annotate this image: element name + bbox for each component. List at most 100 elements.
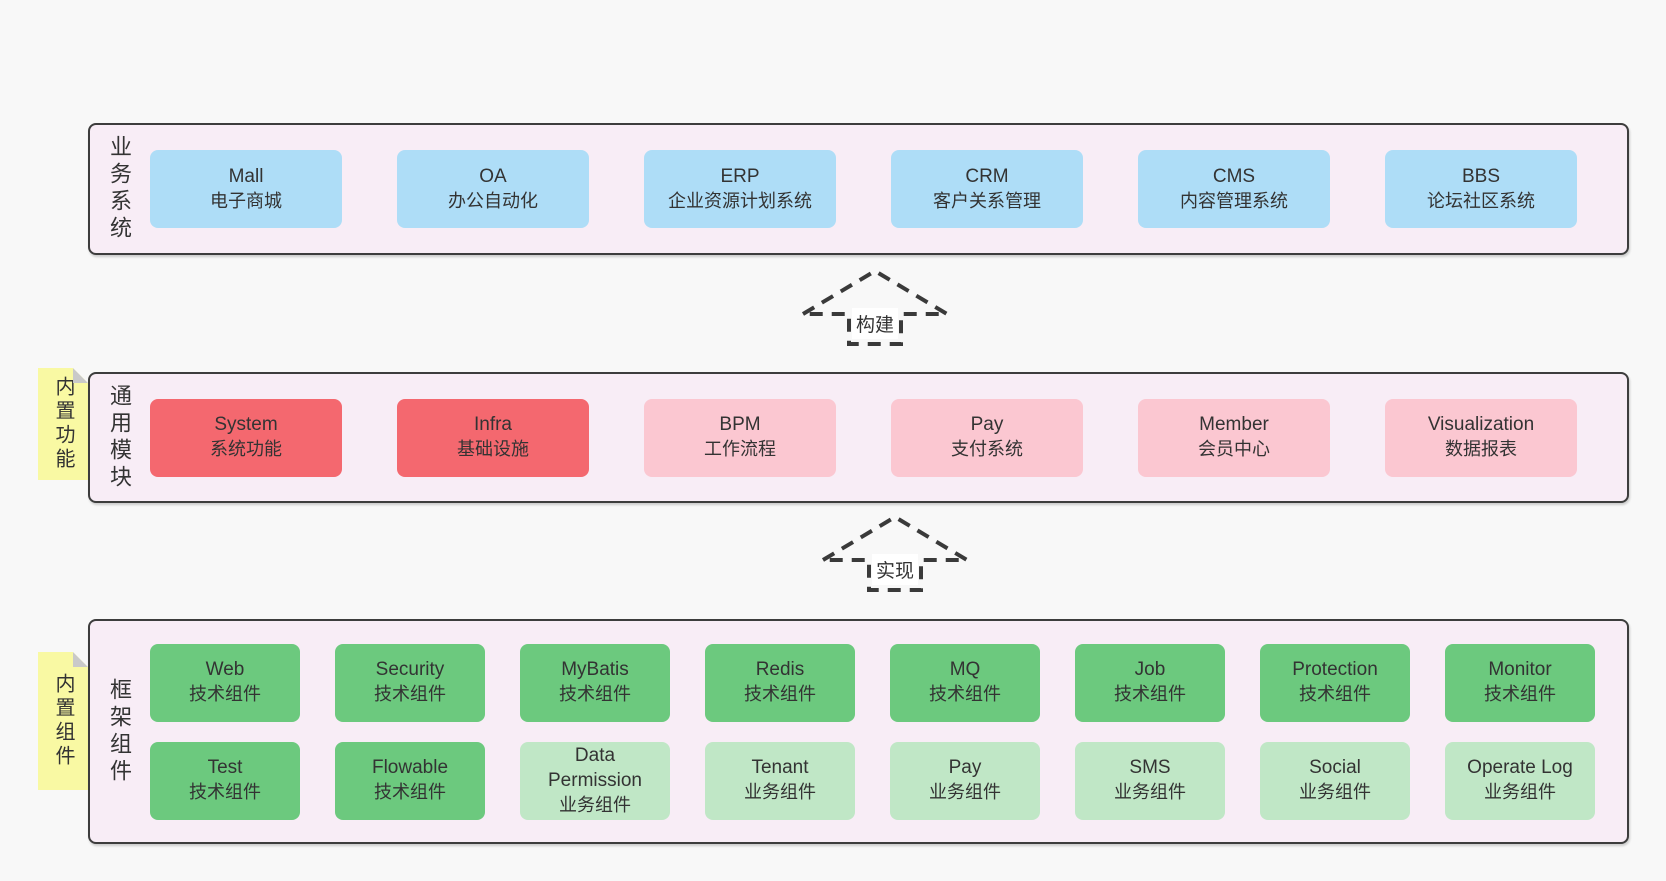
band-label-common-modules: 通用模块 <box>107 383 132 492</box>
box-pay-component: Pay 业务组件 <box>890 741 1040 820</box>
band-framework-components: 框架组件 Web 技术组件 Security 技术组件 MyBatis 技术组件… <box>88 619 1629 844</box>
box-subtitle: 业务组件 <box>1299 782 1371 803</box>
box-subtitle: 技术组件 <box>189 782 261 803</box>
box-title: Operate Log <box>1467 757 1573 779</box>
box-title: MQ <box>949 659 981 681</box>
sticky-note-built-in-components: 内置组件 <box>38 652 88 790</box>
folded-corner-icon <box>73 368 88 383</box>
up-arrow-icon <box>795 268 955 346</box>
box-member: Member 会员中心 <box>1138 398 1330 477</box>
box-job: Job 技术组件 <box>1075 643 1225 722</box>
box-operate-log: Operate Log 业务组件 <box>1445 741 1595 820</box>
box-title: CRM <box>965 165 1009 187</box>
box-subtitle: 支付系统 <box>951 439 1023 460</box>
box-social: Social 业务组件 <box>1260 741 1410 820</box>
box-title: BBS <box>1461 165 1501 187</box>
box-title: ERP <box>720 165 760 187</box>
box-title: Infra <box>473 414 513 436</box>
box-subtitle: 技术组件 <box>1114 684 1186 705</box>
framework-boxes-grid: Web 技术组件 Security 技术组件 MyBatis 技术组件 Redi… <box>150 643 1595 820</box>
box-subtitle: 会员中心 <box>1198 439 1270 460</box>
box-oa: OA 办公自动化 <box>397 150 589 228</box>
box-cms: CMS 内容管理系统 <box>1138 150 1330 228</box>
box-bpm: BPM 工作流程 <box>644 398 836 477</box>
box-subtitle: 客户关系管理 <box>933 190 1041 211</box>
box-title: Tenant <box>751 757 809 779</box>
box-title: SMS <box>1129 757 1171 779</box>
box-visualization: Visualization 数据报表 <box>1385 398 1577 477</box>
box-title: OA <box>479 165 507 187</box>
box-bbs: BBS 论坛社区系统 <box>1385 150 1577 228</box>
implement-arrow: 实现 <box>815 512 975 594</box>
framework-row-1: Web 技术组件 Security 技术组件 MyBatis 技术组件 Redi… <box>150 643 1595 722</box>
sticky-note-label: 内置功能 <box>52 376 74 472</box>
implement-arrow-label: 实现 <box>871 554 919 585</box>
box-monitor: Monitor 技术组件 <box>1445 643 1595 722</box>
box-title: Web <box>205 659 245 681</box>
box-data-permission: Data Permission 业务组件 <box>520 741 670 820</box>
box-title: Data Permission <box>548 745 642 791</box>
sticky-note-label: 内置组件 <box>52 673 74 769</box>
box-redis: Redis 技术组件 <box>705 643 855 722</box>
build-arrow-label: 构建 <box>851 308 899 339</box>
box-subtitle: 办公自动化 <box>448 190 538 211</box>
band-label-framework-components: 框架组件 <box>107 677 132 786</box>
box-subtitle: 业务组件 <box>744 782 816 803</box>
box-test: Test 技术组件 <box>150 741 300 820</box>
box-title: Job <box>1134 659 1166 681</box>
box-title: Redis <box>755 659 805 681</box>
box-infra: Infra 基础设施 <box>397 398 589 477</box>
box-erp: ERP 企业资源计划系统 <box>644 150 836 228</box>
box-title: Test <box>207 757 243 779</box>
box-subtitle: 论坛社区系统 <box>1427 190 1535 211</box>
box-subtitle: 企业资源计划系统 <box>668 190 812 211</box>
box-title: Mall <box>228 165 264 187</box>
box-title: Member <box>1199 414 1269 436</box>
box-web: Web 技术组件 <box>150 643 300 722</box>
box-subtitle: 业务组件 <box>1484 782 1556 803</box>
band-label-business-systems: 业务系统 <box>107 135 132 243</box>
box-pay-module: Pay 支付系统 <box>891 398 1083 477</box>
band-common-modules: 通用模块 System 系统功能 Infra 基础设施 BPM 工作流程 Pay… <box>88 372 1629 503</box>
band-business-systems: 业务系统 Mall 电子商城 OA 办公自动化 ERP 企业资源计划系统 CRM… <box>88 123 1629 255</box>
box-system: System 系统功能 <box>150 398 342 477</box>
box-subtitle: 数据报表 <box>1445 439 1517 460</box>
box-subtitle: 技术组件 <box>744 684 816 705</box>
box-title: CMS <box>1212 165 1256 187</box>
box-subtitle: 基础设施 <box>457 439 529 460</box>
box-title: Security <box>375 659 445 681</box>
box-subtitle: 业务组件 <box>1114 782 1186 803</box>
framework-row-2: Test 技术组件 Flowable 技术组件 Data Permission … <box>150 741 1595 820</box>
box-mall: Mall 电子商城 <box>150 150 342 228</box>
box-title: System <box>214 414 278 436</box>
box-title: Monitor <box>1488 659 1552 681</box>
box-subtitle: 技术组件 <box>929 684 1001 705</box>
box-subtitle: 技术组件 <box>1299 684 1371 705</box>
box-title: Visualization <box>1427 414 1535 436</box>
box-subtitle: 业务组件 <box>929 782 1001 803</box>
box-title: MyBatis <box>561 659 629 681</box>
box-flowable: Flowable 技术组件 <box>335 741 485 820</box>
box-subtitle: 技术组件 <box>374 782 446 803</box>
business-boxes-row: Mall 电子商城 OA 办公自动化 ERP 企业资源计划系统 CRM 客户关系… <box>150 150 1577 228</box>
box-crm: CRM 客户关系管理 <box>891 150 1083 228</box>
box-mybatis: MyBatis 技术组件 <box>520 643 670 722</box>
box-title: Protection <box>1292 659 1378 681</box>
box-sms: SMS 业务组件 <box>1075 741 1225 820</box>
box-subtitle: 业务组件 <box>559 794 631 815</box>
box-subtitle: 工作流程 <box>704 439 776 460</box>
box-subtitle: 内容管理系统 <box>1180 190 1288 211</box>
up-arrow-icon <box>815 514 975 592</box>
box-subtitle: 系统功能 <box>210 439 282 460</box>
sticky-note-built-in-functions: 内置功能 <box>38 368 88 480</box>
box-mq: MQ 技术组件 <box>890 643 1040 722</box>
box-title: Pay <box>948 757 982 779</box>
box-tenant: Tenant 业务组件 <box>705 741 855 820</box>
box-security: Security 技术组件 <box>335 643 485 722</box>
box-subtitle: 技术组件 <box>1484 684 1556 705</box>
box-subtitle: 技术组件 <box>374 684 446 705</box>
box-subtitle: 技术组件 <box>189 684 261 705</box>
box-title: Pay <box>970 414 1004 436</box>
box-subtitle: 电子商城 <box>210 190 282 211</box>
module-boxes-row: System 系统功能 Infra 基础设施 BPM 工作流程 Pay 支付系统… <box>150 398 1577 477</box>
